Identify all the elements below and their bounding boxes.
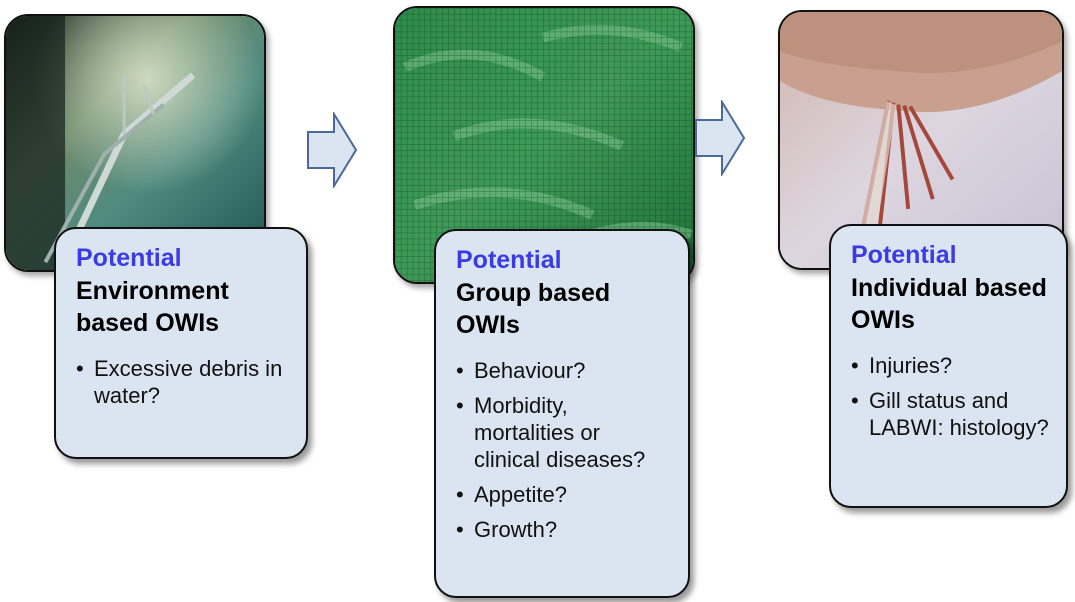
group-kicker: Potential: [456, 246, 562, 274]
environment-bullet-list: Excessive debris in water?: [76, 355, 290, 409]
group-heading: Group based OWIs: [456, 279, 611, 339]
environment-card: Potential Environment based OWIs Excessi…: [54, 227, 308, 459]
group-bullet-growth: Growth?: [456, 516, 672, 543]
group-bullet-morbidity: Morbidity, mortalities or clinical disea…: [456, 392, 672, 473]
individual-bullet-list: Injuries? Gill status and LABWI: histolo…: [851, 352, 1050, 441]
individual-card: Potential Individual based OWIs Injuries…: [829, 224, 1068, 508]
individual-photo: [778, 10, 1064, 270]
environment-bullet: Excessive debris in water?: [76, 355, 290, 409]
individual-kicker: Potential: [851, 241, 957, 269]
environment-kicker: Potential: [76, 244, 182, 272]
group-card: Potential Group based OWIs Behaviour? Mo…: [434, 229, 690, 598]
group-bullet-behaviour: Behaviour?: [456, 357, 672, 384]
individual-bullet-injuries: Injuries?: [851, 352, 1050, 379]
fish-fin-injury-photo-icon: [780, 12, 1062, 268]
individual-heading: Individual based OWIs: [851, 274, 1047, 334]
individual-bullet-gill-status: Gill status and LABWI: histology?: [851, 387, 1050, 441]
right-arrow-icon: [307, 112, 358, 188]
group-bullet-list: Behaviour? Morbidity, mortalities or cli…: [456, 357, 672, 543]
group-bullet-appetite: Appetite?: [456, 481, 672, 508]
right-arrow-icon: [695, 100, 746, 176]
environment-heading: Environment based OWIs: [76, 277, 229, 337]
